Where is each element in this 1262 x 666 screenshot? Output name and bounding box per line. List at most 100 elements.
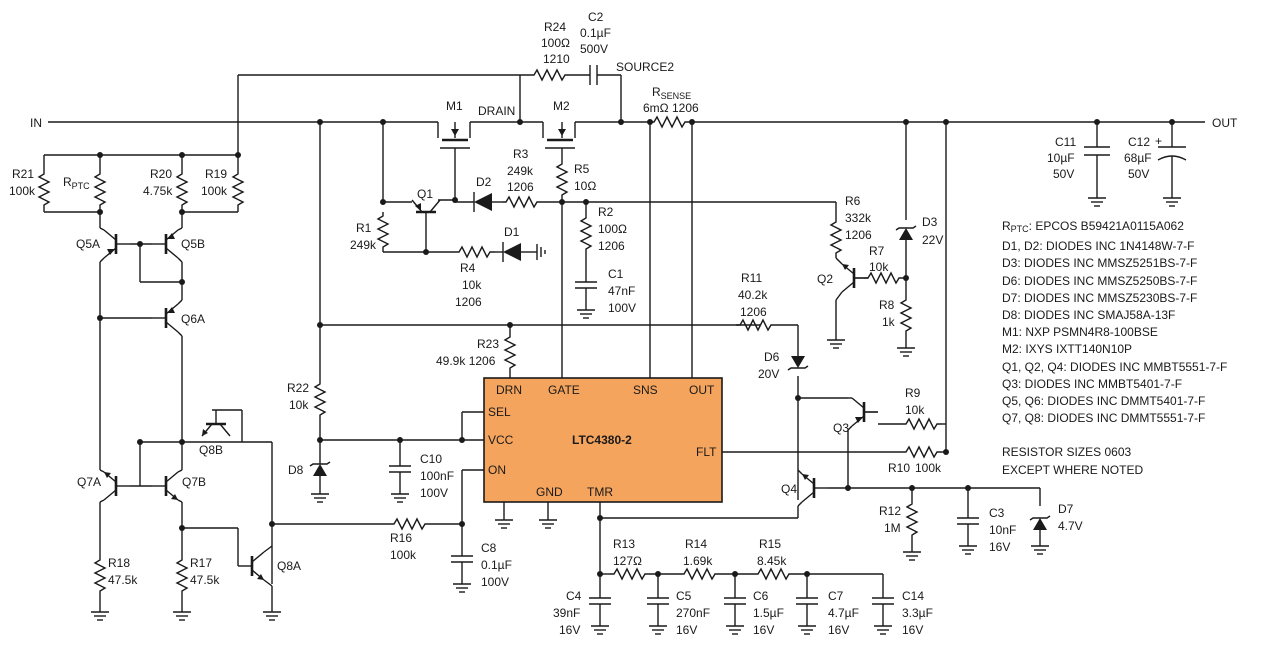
c1-val: 47nF [608,284,635,298]
net-drain: DRAIN [478,104,515,118]
r18-ref: R18 [108,556,130,570]
r20-val: 4.75k [143,184,173,198]
r4 [454,246,496,258]
q1-ref: Q1 [417,187,433,201]
r7-val: 10k [869,260,889,274]
r16-val: 100k [390,548,417,562]
r20-ref: R20 [150,167,172,181]
c10-val2: 100V [420,486,448,500]
ltc4380-2-chip [483,377,723,503]
c1 [574,267,598,303]
r12 [906,499,918,541]
c2-ref: C2 [588,10,604,24]
d8 [309,461,331,477]
c14-ref: C14 [902,589,924,603]
note-line: Q7, Q8: DIODES INC DMMT5551-7-F [1002,411,1206,426]
q1 [410,198,442,228]
c10-ref: C10 [420,452,442,466]
c7-ref: C7 [828,589,844,603]
d3-val: 22V [922,233,943,247]
q5a [102,228,132,260]
q4 [800,472,830,504]
c8-val2: 100V [481,575,509,589]
q8a [236,550,266,582]
c7 [795,583,819,619]
bom-notes: RPTC: EPCOS B59421A0115A062 D1, D2: DIOD… [1002,218,1227,479]
pin-drn: DRN [496,383,522,397]
r6-ref: R6 [845,194,861,208]
r5 [556,159,568,201]
r3-val: 249k [507,164,534,178]
note-line: Q5, Q6: DIODES INC DMMT5401-7-F [1002,394,1206,409]
c1-ref: C1 [608,267,624,281]
r3-ref: R3 [513,147,529,161]
r9-ref: R9 [905,386,921,400]
r8-val: 1k [882,315,896,329]
r5-val: 10Ω [574,179,596,193]
q7a-ref: Q7A [77,475,101,489]
note-line: D7: DIODES INC MMSZ5230BS-7-F [1002,290,1198,305]
r24 [529,69,571,81]
pin-sel: SEL [488,405,511,419]
r21-val: 100k [9,184,36,198]
note-line: D3: DIODES INC MMSZ5251BS-7-F [1002,256,1198,271]
c8-val: 0.1µF [481,558,512,572]
net-out: OUT [1212,116,1238,130]
q5a-ref: Q5A [76,237,100,251]
r5-ref: R5 [574,162,590,176]
d7-val: 4.7V [1058,519,1083,533]
r1 [377,211,389,253]
c14-val2: 16V [902,623,923,637]
r18-val: 47.5k [108,573,138,587]
c12-val2: 50V [1128,167,1149,181]
c8-ref: C8 [481,541,497,555]
r22-val: 10k [289,398,309,412]
r23-ref: R23 [477,337,499,351]
r4-val2: 1206 [455,295,482,309]
r11-ref: R11 [741,271,762,285]
c3-val: 10nF [989,523,1016,537]
q8b [200,408,232,438]
c8 [450,541,474,577]
r17 [176,555,188,597]
r10 [901,446,943,458]
pin-vcc: VCC [488,433,514,447]
m2-ref: M2 [553,99,570,113]
r18 [94,555,106,597]
r2-val: 100Ω [598,222,627,236]
rptc-ref: RPTC [63,175,90,191]
r14-val: 1.69k [683,554,713,568]
q8b-ref: Q8B [199,443,223,457]
q2 [840,262,870,294]
r14-ref: R14 [685,537,707,551]
q2-ref: Q2 [817,272,833,286]
junctions [97,119,1175,577]
mosfet-m2 [542,122,576,160]
c5-val: 270nF [676,606,710,620]
mosfet-m1 [437,122,471,202]
r13 [609,568,651,580]
r2-val2: 1206 [598,239,625,253]
r24-val: 100Ω [541,36,570,50]
c6-val2: 16V [753,623,774,637]
chip-name: LTC4380-2 [572,433,632,447]
r7-ref: R7 [869,244,885,258]
r13-val: 127Ω [613,554,642,568]
c14-val: 3.3µF [902,606,933,620]
note-line: D1, D2: DIODES INC 1N4148W-7-F [1002,239,1195,254]
r-sense [649,116,691,128]
note-line: D6: DIODES INC MMSZ5250BS-7-F [1002,273,1198,288]
pin-gate: GATE [548,383,580,397]
pin-flt: FLT [696,445,717,459]
c11-ref: C11 [1055,135,1076,149]
r21-ref: R21 [12,167,34,181]
d7 [1029,515,1051,531]
d3 [895,225,917,241]
r24-val2: 1210 [543,52,570,66]
pin-on: ON [488,463,506,477]
r22-ref: R22 [287,381,309,395]
c6-val: 1.5µF [753,606,784,620]
note-resistor-sizes: RESISTOR SIZES 0603 [1002,445,1132,460]
q6a-ref: Q6A [181,312,205,326]
r13-ref: R13 [613,537,635,551]
